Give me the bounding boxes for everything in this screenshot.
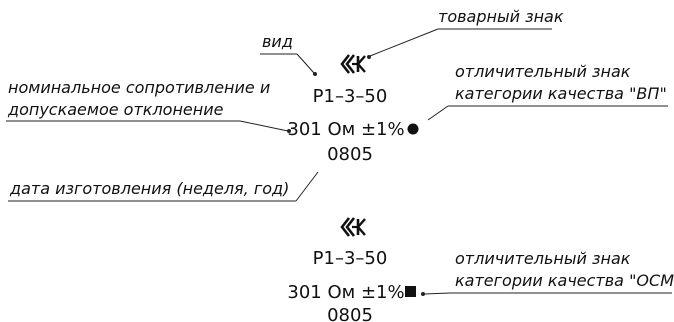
- callout-date: дата изготовления (неделя, год): [9, 179, 289, 198]
- leader-dot-nominal: [287, 129, 291, 133]
- marking-date: 0805: [327, 305, 373, 322]
- marking-value: 301 Ом ±1%: [287, 119, 404, 140]
- trademark-logo-icon: [340, 54, 366, 74]
- leader-date-diag: [295, 171, 319, 202]
- leader-type-diag: [296, 53, 315, 74]
- callout-category-osm-line2: категории качества "ОСМ": [455, 271, 674, 290]
- marking-value: 301 Ом ±1%: [287, 282, 404, 303]
- category-osm-square-icon: [405, 286, 416, 297]
- marking-type: Р1–3–50: [313, 86, 388, 107]
- trademark-logo-icon: [340, 217, 366, 237]
- leader-category-vp-diag: [427, 105, 449, 121]
- marking-date: 0805: [327, 144, 373, 165]
- category-vp-circle-icon: [407, 123, 419, 135]
- callout-trademark: товарный знак: [438, 7, 564, 26]
- leader-dot-trademark: [367, 55, 371, 59]
- leader-dot-type: [313, 72, 317, 76]
- marking-type: Р1–3–50: [313, 248, 388, 269]
- callout-category-osm-line1: отличительный знак: [455, 249, 631, 268]
- leader-dot-category-osm: [421, 292, 425, 296]
- callout-category-vp-line1: отличительный знак: [455, 62, 631, 81]
- leader-trademark-diag: [369, 28, 439, 57]
- callout-nominal-line1: номинальное сопротивление и: [8, 78, 270, 97]
- callout-category-vp-line2: категории качества "ВП": [455, 84, 667, 103]
- callout-nominal-line2: допускаемое отклонение: [7, 100, 224, 119]
- callout-type: вид: [262, 32, 293, 51]
- leader-category-osm-diag: [423, 292, 451, 295]
- leader-nominal-diag: [239, 120, 289, 132]
